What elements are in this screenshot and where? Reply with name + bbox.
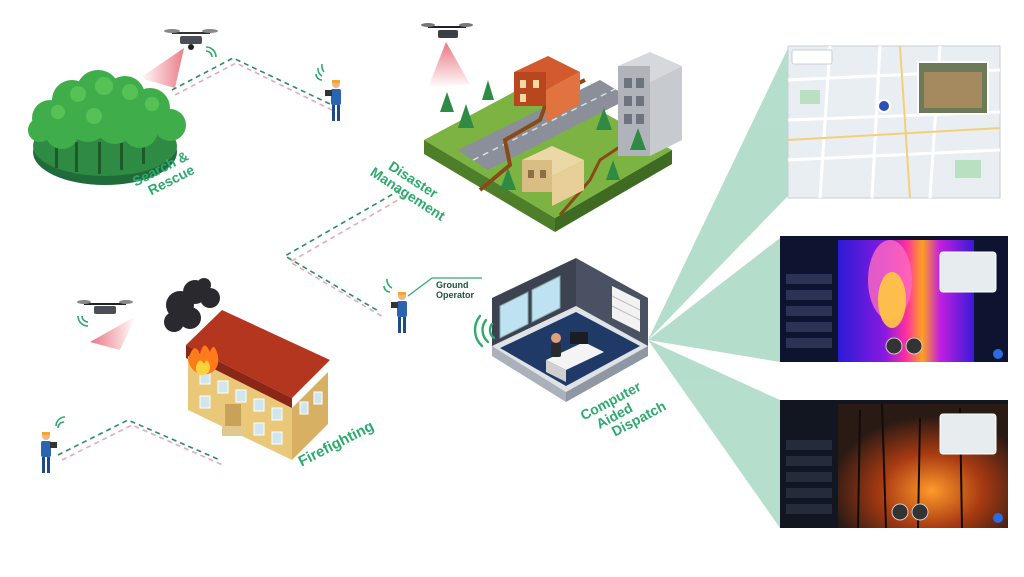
burning-building-illustration	[164, 278, 330, 460]
operator-icon	[325, 80, 341, 121]
wifi-icon	[77, 315, 89, 327]
ground-operator-label: Ground Operator	[436, 280, 475, 300]
wifi-icon	[55, 416, 66, 429]
wifi-icon	[473, 314, 496, 348]
disaster-city-illustration	[424, 52, 682, 232]
wifi-icon	[205, 46, 217, 58]
map-panel	[787, 45, 1001, 199]
forest-illustration	[28, 70, 186, 185]
operator-icon	[391, 292, 407, 333]
drone-icon	[77, 300, 136, 350]
drone-icon	[140, 29, 218, 88]
wifi-icon	[383, 278, 393, 293]
dispatch-fan-connectors	[648, 48, 788, 528]
thermal-panel	[780, 236, 1008, 362]
fire-camera-panel	[780, 400, 1008, 529]
drone-icon	[421, 23, 473, 88]
operator-icon	[41, 432, 57, 473]
fire-icon	[188, 345, 219, 375]
wifi-icon	[315, 63, 325, 81]
dispatch-room-illustration	[492, 258, 648, 402]
map-pin-icon	[877, 99, 891, 113]
ground-operator-callout-line	[407, 277, 482, 297]
dashed-paths	[57, 57, 406, 467]
